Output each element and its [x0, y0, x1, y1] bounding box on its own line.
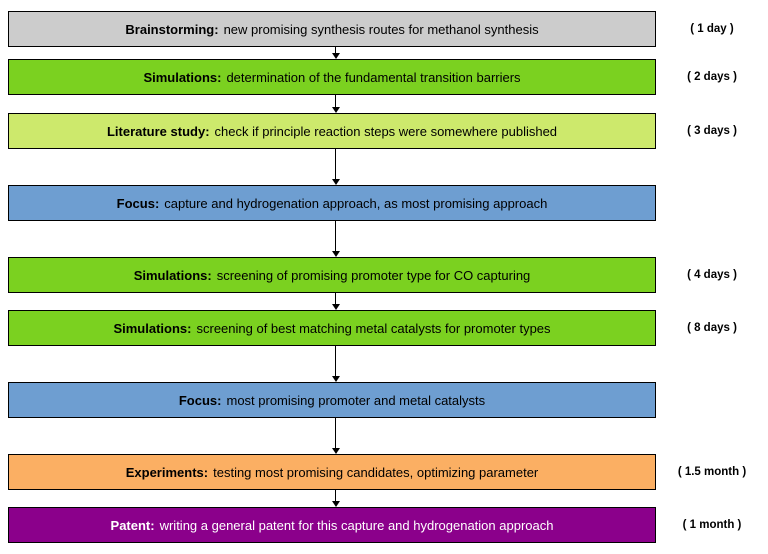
step-label: Patent: [110, 517, 155, 533]
step-simulations-3: Simulations: screening of best matching … [8, 310, 656, 346]
step-text: new promising synthesis routes for metha… [223, 21, 539, 37]
step-label: Simulations: [143, 69, 222, 85]
arrow-line [335, 47, 337, 57]
step-focus-1: Focus: capture and hydrogenation approac… [8, 185, 656, 221]
arrow-line [335, 149, 337, 183]
arrow-down-icon [331, 304, 340, 310]
step-label: Literature study: [106, 123, 210, 139]
step-duration: ( 1.5 month ) [677, 466, 747, 478]
arrow-line [335, 95, 337, 111]
step-brainstorming: Brainstorming: new promising synthesis r… [8, 11, 656, 47]
arrow-line [335, 418, 337, 452]
step-label: Simulations: [133, 267, 212, 283]
step-label: Brainstorming: [125, 21, 219, 37]
arrow-line [335, 346, 337, 380]
step-duration: ( 8 days ) [687, 322, 737, 334]
step-focus-2: Focus: most promising promoter and metal… [8, 382, 656, 418]
step-label: Focus: [178, 392, 222, 408]
arrow-line [335, 490, 337, 505]
flow-arrow [331, 293, 340, 310]
step-text: capture and hydrogenation approach, as m… [164, 195, 548, 211]
arrow-down-icon [331, 251, 340, 257]
step-text: check if principle reaction steps were s… [214, 123, 558, 139]
flow-arrow [331, 149, 340, 185]
flow-arrow [331, 490, 340, 507]
step-text: screening of promising promoter type for… [216, 267, 531, 283]
arrow-down-icon [331, 107, 340, 113]
flow-arrow [331, 346, 340, 382]
step-duration: ( 3 days ) [687, 125, 737, 137]
step-text: most promising promoter and metal cataly… [226, 392, 486, 408]
arrow-down-icon [331, 448, 340, 454]
step-simulations-2: Simulations: screening of promising prom… [8, 257, 656, 293]
step-duration: ( 1 month ) [682, 519, 742, 531]
arrow-down-icon [331, 53, 340, 59]
step-literature-study: Literature study: check if principle rea… [8, 113, 656, 149]
arrow-down-icon [331, 501, 340, 507]
step-duration: ( 4 days ) [687, 269, 737, 281]
step-text: testing most promising candidates, optim… [213, 464, 539, 480]
step-duration: ( 1 day ) [690, 23, 734, 35]
flow-arrow [331, 418, 340, 454]
arrow-down-icon [331, 376, 340, 382]
step-duration: ( 2 days ) [687, 71, 737, 83]
step-text: writing a general patent for this captur… [159, 517, 554, 533]
arrow-line [335, 293, 337, 308]
step-label: Simulations: [113, 320, 192, 336]
flow-arrow [331, 95, 340, 113]
arrow-line [335, 221, 337, 255]
step-experiments: Experiments: testing most promising cand… [8, 454, 656, 490]
flow-arrow [331, 47, 340, 59]
step-patent: Patent: writing a general patent for thi… [8, 507, 656, 543]
step-label: Experiments: [125, 464, 209, 480]
step-text: screening of best matching metal catalys… [196, 320, 551, 336]
flow-arrow [331, 221, 340, 257]
step-label: Focus: [116, 195, 160, 211]
step-text: determination of the fundamental transit… [226, 69, 521, 85]
arrow-down-icon [331, 179, 340, 185]
step-simulations-1: Simulations: determination of the fundam… [8, 59, 656, 95]
